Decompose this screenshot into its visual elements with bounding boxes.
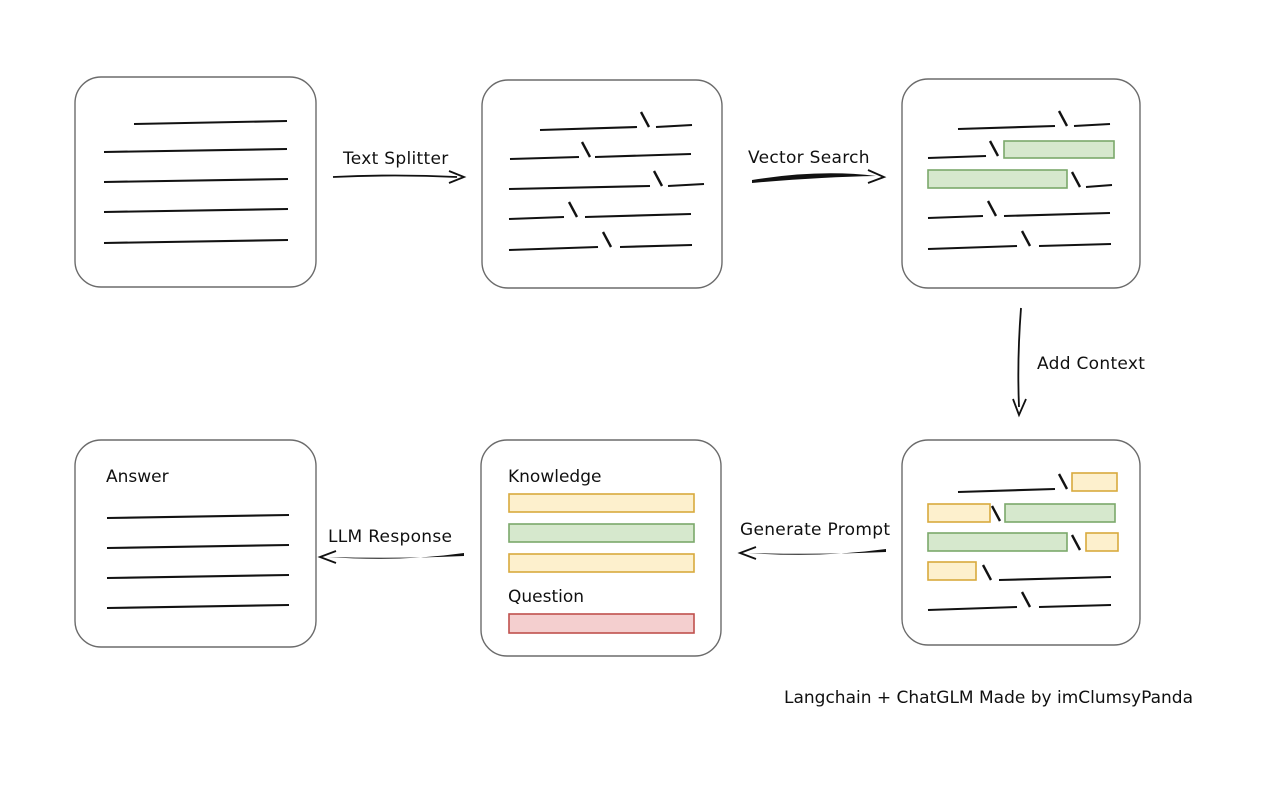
edge-add-context: Add Context bbox=[1012, 307, 1145, 418]
source-document[interactable] bbox=[74, 76, 317, 288]
edge-generate-prompt: Generate Prompt bbox=[737, 520, 890, 560]
arrow-shaft bbox=[332, 174, 458, 178]
knowledge-bar-yellow bbox=[508, 553, 695, 573]
arrow-shaft bbox=[1017, 307, 1022, 408]
arrow-head-icon bbox=[1012, 398, 1027, 418]
answer-box[interactable]: Answer bbox=[74, 439, 317, 648]
text-line bbox=[508, 215, 565, 221]
text-line bbox=[594, 152, 692, 159]
text-line bbox=[1085, 183, 1113, 189]
text-line bbox=[655, 123, 693, 129]
text-line bbox=[1073, 122, 1111, 128]
text-line bbox=[508, 184, 651, 191]
highlight-yellow bbox=[1085, 532, 1119, 552]
slash-mark bbox=[1070, 534, 1082, 551]
text-line bbox=[106, 543, 290, 550]
text-line bbox=[927, 244, 1018, 251]
vector-matched-document[interactable] bbox=[901, 78, 1141, 289]
edge-vector-search-label: Vector Search bbox=[748, 148, 870, 168]
edge-add-context-label: Add Context bbox=[1037, 354, 1145, 374]
prompt-box[interactable]: Knowledge Question bbox=[480, 439, 722, 657]
text-line bbox=[957, 487, 1056, 494]
arrow-shaft bbox=[328, 553, 464, 559]
highlight-green bbox=[1004, 503, 1116, 523]
slash-mark bbox=[986, 200, 998, 217]
split-document-frame[interactable] bbox=[481, 79, 723, 289]
arrow-shaft bbox=[752, 173, 876, 183]
text-line bbox=[103, 147, 288, 154]
text-line bbox=[103, 207, 289, 214]
split-document[interactable] bbox=[481, 79, 723, 289]
text-line bbox=[508, 245, 599, 252]
edge-generate-prompt-label: Generate Prompt bbox=[740, 520, 890, 540]
arrow-shaft bbox=[748, 549, 886, 555]
slash-mark bbox=[1070, 171, 1082, 188]
answer-box-frame[interactable] bbox=[74, 439, 317, 648]
edge-llm-response-label: LLM Response bbox=[328, 527, 452, 547]
text-line bbox=[927, 605, 1018, 612]
arrow-head-icon bbox=[737, 546, 757, 560]
text-line bbox=[927, 214, 984, 220]
text-line bbox=[619, 243, 693, 249]
slash-mark bbox=[1020, 591, 1032, 608]
slash-mark bbox=[601, 231, 613, 248]
text-line bbox=[584, 212, 692, 219]
text-line bbox=[106, 573, 290, 580]
slash-mark bbox=[988, 140, 1000, 157]
text-line bbox=[539, 125, 638, 132]
arrow-head-icon bbox=[317, 550, 337, 564]
slash-mark bbox=[981, 564, 993, 581]
edge-vector-search: Vector Search bbox=[748, 148, 887, 184]
edge-text-splitter-label: Text Splitter bbox=[342, 149, 449, 169]
context-document[interactable] bbox=[901, 439, 1141, 646]
slash-mark bbox=[652, 170, 664, 187]
knowledge-label: Knowledge bbox=[508, 467, 601, 487]
knowledge-bar-yellow bbox=[508, 493, 695, 513]
highlight-green bbox=[927, 532, 1068, 552]
slash-mark bbox=[1020, 230, 1032, 247]
source-document-frame[interactable] bbox=[74, 76, 317, 288]
edge-llm-response: LLM Response bbox=[317, 527, 464, 564]
slash-mark bbox=[567, 201, 579, 218]
text-line bbox=[1003, 211, 1111, 218]
edge-text-splitter: Text Splitter bbox=[332, 149, 467, 184]
text-line bbox=[103, 177, 289, 184]
text-line bbox=[133, 119, 288, 126]
text-line bbox=[927, 154, 987, 160]
highlight-yellow bbox=[927, 561, 977, 581]
text-line bbox=[509, 155, 580, 161]
knowledge-bar-green bbox=[508, 523, 695, 543]
question-label: Question bbox=[508, 587, 584, 607]
answer-title: Answer bbox=[106, 467, 169, 487]
highlight-green bbox=[1003, 140, 1115, 159]
slash-mark bbox=[580, 141, 592, 158]
text-line bbox=[667, 182, 705, 188]
highlight-yellow bbox=[927, 503, 991, 523]
text-line bbox=[103, 238, 289, 245]
footer-credit: Langchain + ChatGLM Made by imClumsyPand… bbox=[784, 688, 1193, 708]
arrow-head-icon bbox=[448, 170, 467, 184]
highlight-green bbox=[927, 169, 1068, 189]
text-line bbox=[106, 603, 290, 610]
text-line bbox=[106, 513, 290, 520]
highlight-yellow bbox=[1071, 472, 1118, 492]
question-bar-red bbox=[508, 613, 695, 634]
text-line bbox=[957, 124, 1056, 131]
slash-mark bbox=[1057, 110, 1069, 127]
text-line bbox=[1038, 603, 1112, 609]
slash-mark bbox=[990, 505, 1002, 522]
text-line bbox=[998, 575, 1112, 582]
text-line bbox=[1038, 242, 1112, 248]
arrow-head-icon bbox=[867, 169, 887, 184]
slash-mark bbox=[1057, 473, 1069, 490]
slash-mark bbox=[639, 111, 651, 128]
